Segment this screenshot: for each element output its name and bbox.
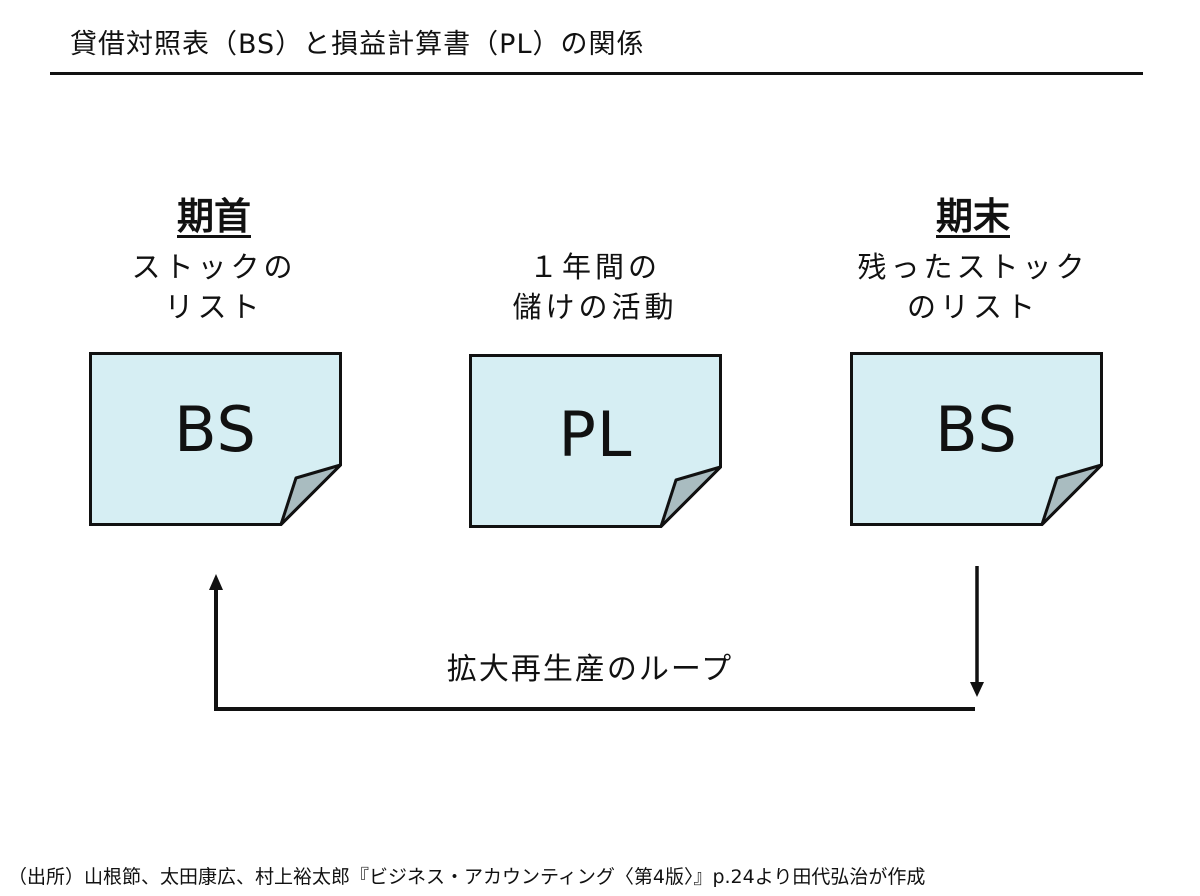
document-opening-bs: BS (89, 352, 342, 526)
heading-text: 期首 (177, 195, 251, 238)
document-label: BS (935, 393, 1018, 466)
column-description-closing: 残ったストック のリスト (823, 247, 1123, 327)
description-line: 儲けの活動 (512, 290, 678, 324)
column-heading-opening: 期首 (64, 186, 364, 240)
description-line: ストックの (131, 250, 297, 284)
loop-label: 拡大再生産のループ (446, 652, 734, 687)
document-icon (469, 354, 722, 528)
column-description-opening: ストックの リスト (64, 247, 364, 327)
document-fold (659, 465, 722, 528)
heading-text: 期末 (936, 195, 1010, 238)
source-note: （出所）山根節、太田康広、村上裕太郎『ビジネス・アカウンティング〈第4版〉』p.… (8, 866, 926, 888)
description-line: 残ったストック (857, 250, 1089, 284)
document-label: PL (558, 398, 633, 471)
column-heading-closing: 期末 (823, 186, 1123, 240)
description-line: リスト (164, 290, 264, 324)
slide-title: 貸借対照表（BS）と損益計算書（PL）の関係 (70, 29, 645, 60)
up-arrowhead (209, 574, 223, 590)
column-description-period: １年間の 儲けの活動 (445, 247, 745, 327)
description-line: １年間の (528, 250, 661, 284)
document-icon (850, 352, 1103, 526)
description-line: のリスト (906, 290, 1039, 324)
down-arrowhead (970, 682, 984, 697)
document-pl: PL (469, 354, 722, 528)
document-fold (1040, 463, 1103, 526)
document-label: BS (174, 393, 257, 466)
return-path (214, 588, 975, 711)
document-closing-bs: BS (850, 352, 1103, 526)
document-fold (279, 463, 342, 526)
title-rule (50, 72, 1143, 75)
document-icon (89, 352, 342, 526)
